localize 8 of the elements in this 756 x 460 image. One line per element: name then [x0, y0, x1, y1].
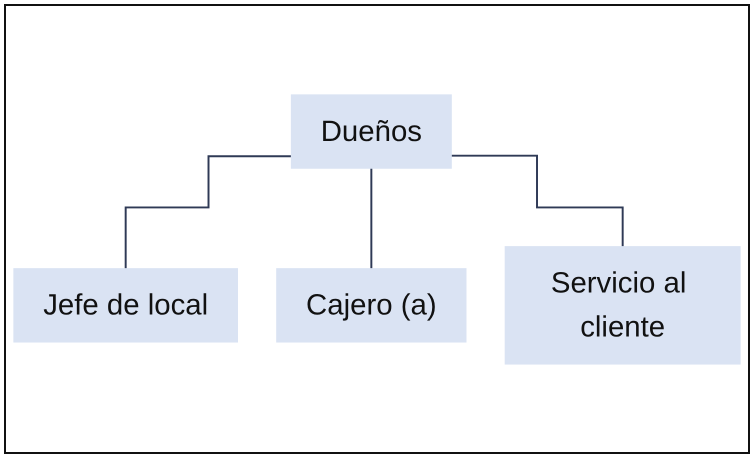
connector: [370, 166, 372, 270]
node-box: [276, 268, 466, 342]
node-box: [290, 94, 452, 168]
org-chart: Dueños Jefe de local Cajero (a) Servicio al cliente: [6, 86, 748, 372]
connector: [451, 154, 624, 248]
connector: [124, 154, 292, 270]
node-box: [504, 246, 741, 364]
node-box: [13, 268, 238, 342]
